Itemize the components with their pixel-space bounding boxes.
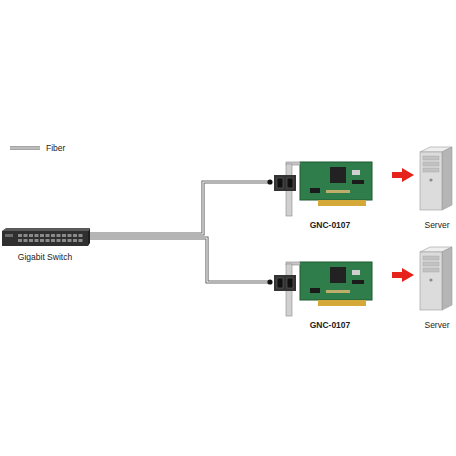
fiber-end-dot xyxy=(267,279,272,284)
port xyxy=(40,239,44,242)
port xyxy=(46,234,50,237)
port xyxy=(51,239,55,242)
port xyxy=(79,234,83,237)
port xyxy=(51,234,55,237)
port xyxy=(18,239,22,242)
port xyxy=(68,234,72,237)
server-node: Server xyxy=(417,148,456,230)
fiber-sample xyxy=(10,146,40,149)
fiber-core xyxy=(90,182,270,234)
port xyxy=(73,234,77,237)
port xyxy=(35,234,39,237)
port xyxy=(29,234,33,237)
switch-ports xyxy=(18,234,83,242)
flow-arrow xyxy=(392,172,404,178)
switch-side xyxy=(88,228,90,246)
port xyxy=(18,234,22,237)
nic-card-drawing xyxy=(274,262,372,316)
port xyxy=(62,239,66,242)
fiber-sample-core xyxy=(10,147,40,148)
fiber-end-dot xyxy=(267,179,272,184)
server-node: Server xyxy=(417,248,456,330)
switch-top xyxy=(2,228,90,231)
port xyxy=(40,234,44,237)
switch-node: Gigabit Switch xyxy=(0,226,90,262)
legend-label: Fiber xyxy=(46,143,65,153)
server-drawing xyxy=(420,147,452,210)
nic-card-node: GNC-0107 xyxy=(270,258,390,330)
nic-card-drawing xyxy=(274,162,372,216)
switch-body xyxy=(2,231,88,246)
node-label: GNC-0107 xyxy=(310,220,351,230)
port xyxy=(29,239,33,242)
fiber-connector xyxy=(90,238,270,282)
port xyxy=(57,234,61,237)
node-label: Gigabit Switch xyxy=(18,252,72,262)
port xyxy=(24,239,28,242)
port xyxy=(68,239,72,242)
switch-drawing xyxy=(2,228,90,246)
port xyxy=(57,239,61,242)
node-label: GNC-0107 xyxy=(310,320,351,330)
legend-item: Fiber xyxy=(8,142,65,154)
flow-arrow xyxy=(392,272,404,278)
legend-swatch xyxy=(8,143,40,153)
port xyxy=(62,234,66,237)
port xyxy=(79,239,83,242)
node-label: Server xyxy=(424,320,449,330)
fiber-core xyxy=(90,238,270,282)
legend: Fiber xyxy=(8,142,65,154)
nic-card-node: GNC-0107 xyxy=(270,158,390,230)
port xyxy=(35,239,39,242)
node-label: Server xyxy=(424,220,449,230)
status-leds xyxy=(5,234,13,237)
server-drawing xyxy=(420,247,452,310)
port xyxy=(46,239,50,242)
fiber-connector xyxy=(90,182,270,234)
port xyxy=(73,239,77,242)
port xyxy=(24,234,28,237)
